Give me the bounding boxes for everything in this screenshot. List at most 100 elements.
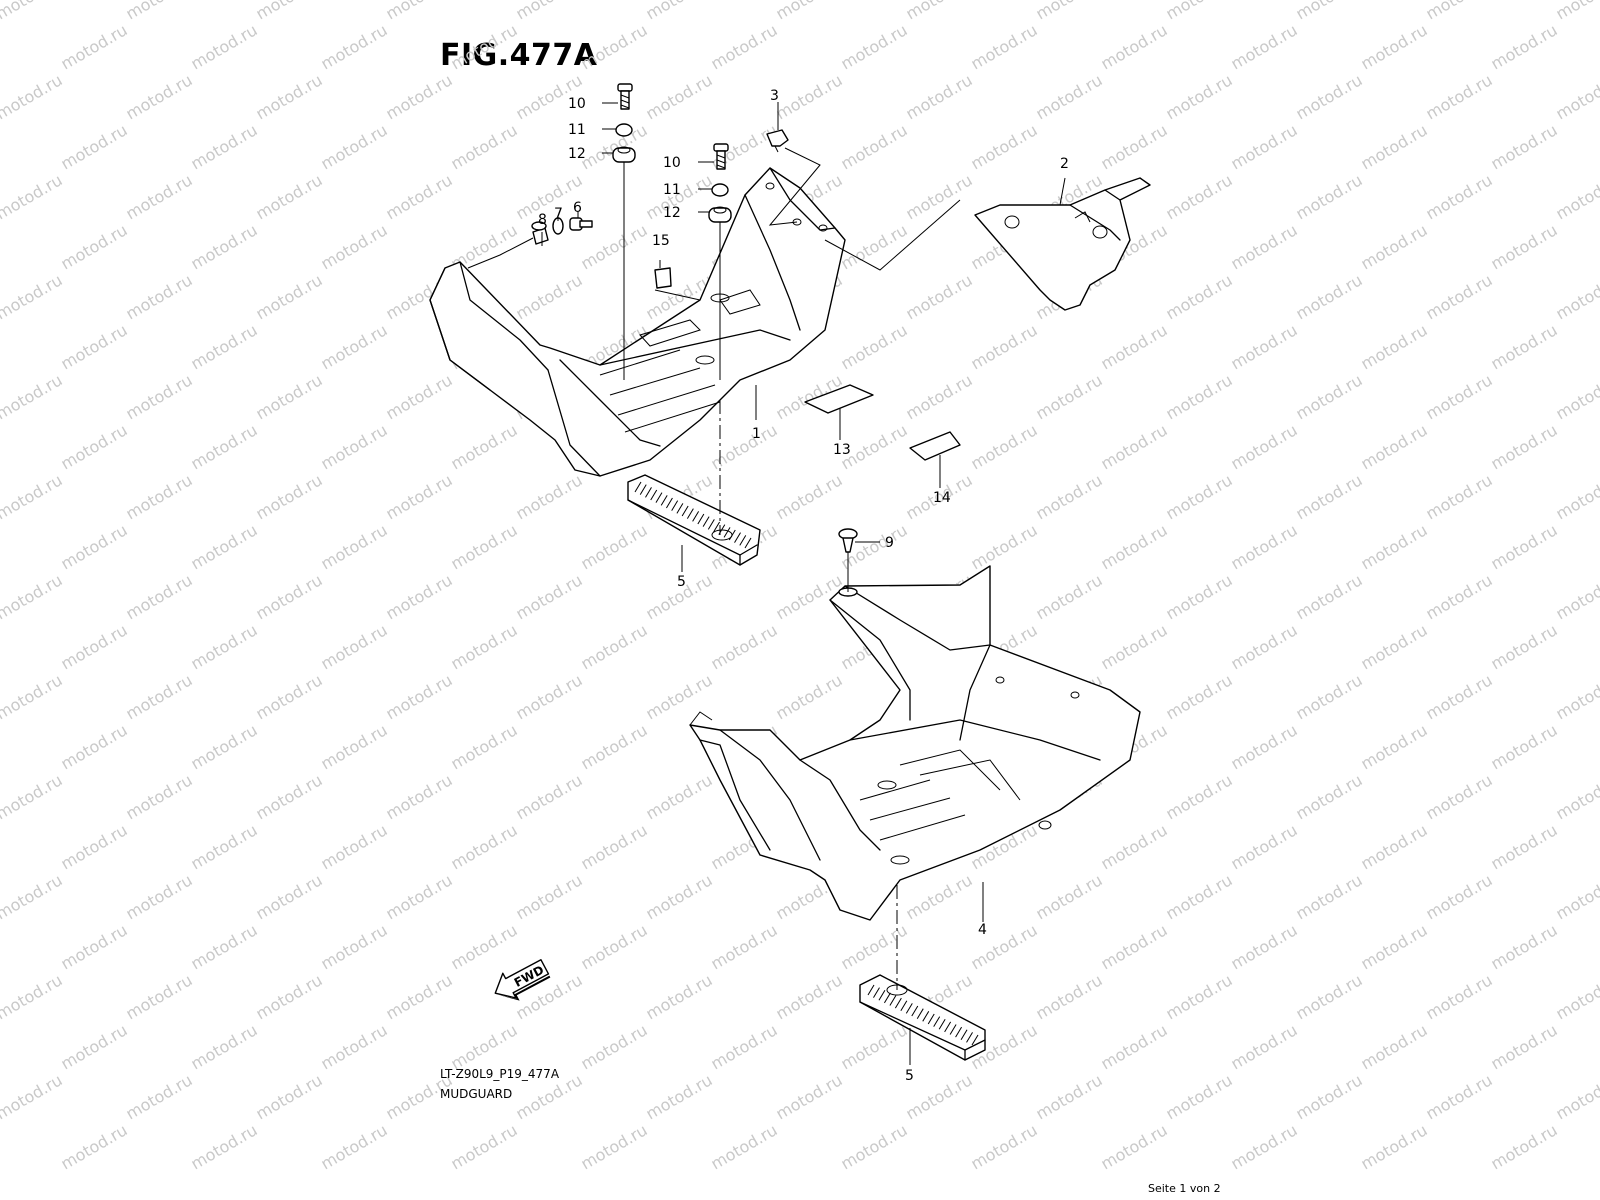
watermark-text: motod.ru: [1228, 720, 1301, 773]
watermark-text: motod.ru: [903, 170, 976, 223]
watermark-text: motod.ru: [1228, 1120, 1301, 1173]
watermark-text: motod.ru: [448, 420, 521, 473]
watermark-text: motod.ru: [58, 220, 131, 273]
watermark-text: motod.ru: [1033, 1070, 1106, 1123]
watermark-text: motod.ru: [578, 620, 651, 673]
callout-14: 14: [933, 490, 951, 506]
watermark-text: motod.ru: [773, 0, 846, 23]
watermark-text: motod.ru: [318, 120, 391, 173]
watermark-text: motod.ru: [1163, 470, 1236, 523]
watermark-text: motod.ru: [1423, 70, 1496, 123]
watermark-text: motod.ru: [1293, 70, 1366, 123]
screw-6: [569, 217, 593, 231]
watermark-text: motod.ru: [1553, 770, 1600, 823]
watermark-text: motod.ru: [1228, 420, 1301, 473]
watermark-text: motod.ru: [1423, 270, 1496, 323]
watermark-text: motod.ru: [1488, 20, 1561, 73]
watermark-text: motod.ru: [903, 870, 976, 923]
watermark-text: motod.ru: [1098, 1120, 1171, 1173]
watermark-text: motod.ru: [968, 1120, 1041, 1173]
watermark-text: motod.ru: [643, 870, 716, 923]
watermark-text: motod.ru: [1553, 670, 1600, 723]
rib-line: [933, 1016, 941, 1027]
watermark-text: motod.ru: [1293, 470, 1366, 523]
rib-line: [734, 532, 741, 543]
watermark-text: motod.ru: [1098, 920, 1171, 973]
callout-8: 8: [538, 212, 547, 228]
page-indicator: Seite 1 von 2: [1148, 1182, 1221, 1195]
rib-line: [889, 995, 897, 1006]
watermark-text: motod.ru: [318, 920, 391, 973]
watermark-text: motod.ru: [58, 720, 131, 773]
watermark-text: motod.ru: [1098, 420, 1171, 473]
watermark-text: motod.ru: [123, 970, 196, 1023]
watermark-text: motod.ru: [1098, 1020, 1171, 1073]
rib-line: [867, 984, 875, 996]
watermark-text: motod.ru: [123, 0, 196, 23]
watermark-text: motod.ru: [383, 170, 456, 223]
watermark-text: motod.ru: [773, 70, 846, 123]
watermark-text: motod.ru: [708, 920, 781, 973]
watermark-text: motod.ru: [0, 670, 66, 723]
watermark-text: motod.ru: [578, 920, 651, 973]
watermark-text: motod.ru: [578, 820, 651, 873]
watermark-text: motod.ru: [1098, 120, 1171, 173]
watermark-text: motod.ru: [318, 720, 391, 773]
watermark-text: motod.ru: [1553, 570, 1600, 623]
watermark-text: motod.ru: [1228, 620, 1301, 673]
watermark-text: motod.ru: [1163, 870, 1236, 923]
watermark-text: motod.ru: [58, 520, 131, 573]
watermark-text: motod.ru: [448, 520, 521, 573]
rib-line: [660, 495, 668, 506]
callout-2: 2: [1060, 156, 1069, 172]
watermark-text: motod.ru: [1033, 570, 1106, 623]
watermark-text: motod.ru: [1358, 420, 1431, 473]
watermark-text: motod.ru: [643, 770, 716, 823]
watermark-text: motod.ru: [58, 320, 131, 373]
rib-line: [878, 990, 886, 1001]
watermark-text: motod.ru: [0, 170, 66, 223]
watermark-text: motod.ru: [1358, 1120, 1431, 1173]
watermark-text: motod.ru: [1358, 520, 1431, 573]
watermark-text: motod.ru: [1033, 370, 1106, 423]
watermark-text: motod.ru: [1033, 970, 1106, 1023]
watermark-text: motod.ru: [253, 70, 326, 123]
watermark-text: motod.ru: [1488, 120, 1561, 173]
watermark-text: motod.ru: [773, 1070, 846, 1123]
watermark-text: motod.ru: [58, 620, 131, 673]
figure-name: MUDGUARD: [440, 1087, 513, 1101]
watermark-text: motod.ru: [253, 770, 326, 823]
watermark-text: motod.ru: [383, 570, 456, 623]
watermark-text: motod.ru: [1553, 370, 1600, 423]
watermark-text: motod.ru: [968, 20, 1041, 73]
watermark-text: motod.ru: [1163, 70, 1236, 123]
watermark-text: motod.ru: [253, 470, 326, 523]
watermark-text: motod.ru: [1293, 170, 1366, 223]
watermark-text: motod.ru: [58, 120, 131, 173]
clip-9: [838, 528, 858, 597]
watermark-text: motod.ru: [1163, 570, 1236, 623]
watermark-text: motod.ru: [1358, 320, 1431, 373]
watermark-text: motod.ru: [253, 570, 326, 623]
watermark-text: motod.ru: [448, 920, 521, 973]
rib-line: [723, 527, 731, 538]
watermark-text: motod.ru: [253, 170, 326, 223]
watermark-text: motod.ru: [1423, 170, 1496, 223]
watermark-text: motod.ru: [643, 70, 716, 123]
watermark-text: motod.ru: [1163, 170, 1236, 223]
watermark-text: motod.ru: [1423, 770, 1496, 823]
watermark-text: motod.ru: [188, 920, 261, 973]
watermark-text: motod.ru: [383, 970, 456, 1023]
watermark-text: motod.ru: [58, 920, 131, 973]
watermark-text: motod.ru: [318, 420, 391, 473]
rib-line: [639, 484, 647, 495]
watermark-text: motod.ru: [0, 70, 66, 123]
watermark-text: motod.ru: [383, 370, 456, 423]
watermark-text: motod.ru: [1553, 70, 1600, 123]
watermark-text: motod.ru: [383, 870, 456, 923]
rib-line: [955, 1026, 963, 1038]
watermark-text: motod.ru: [1488, 820, 1561, 873]
watermark-text: motod.ru: [1163, 970, 1236, 1023]
watermark-text: motod.ru: [903, 0, 976, 23]
callout-3: 3: [770, 88, 779, 104]
